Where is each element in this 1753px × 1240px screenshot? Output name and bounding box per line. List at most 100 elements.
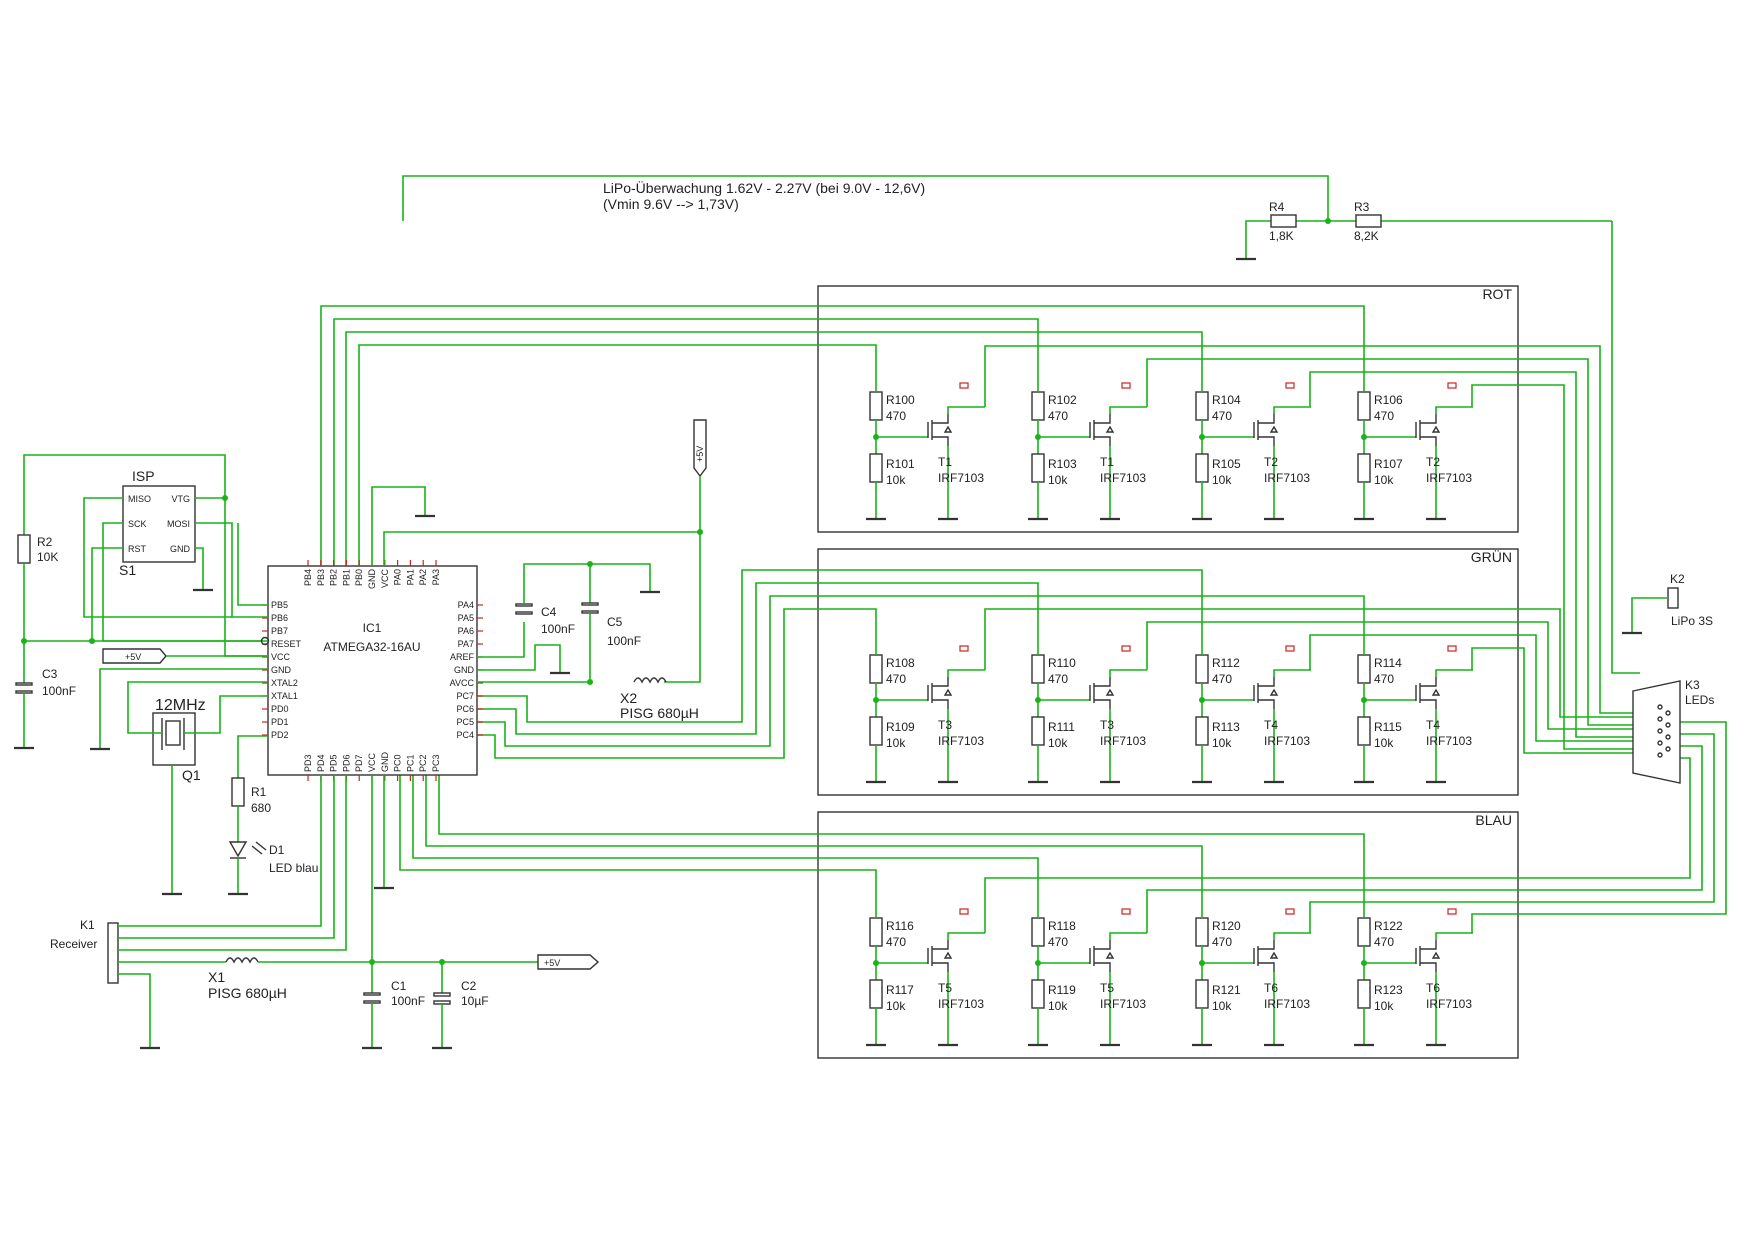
gate-resistor-value: 470 bbox=[1374, 935, 1394, 949]
r2-ref: R2 bbox=[37, 535, 53, 549]
mosfet-source bbox=[1420, 699, 1437, 709]
wire bbox=[947, 932, 985, 940]
pulldown-resistor bbox=[869, 979, 883, 1009]
pulldown-resistor bbox=[1357, 716, 1371, 746]
mosfet-drain bbox=[1420, 677, 1437, 687]
d1-led bbox=[228, 841, 248, 858]
junction bbox=[873, 697, 879, 703]
junction bbox=[1199, 697, 1205, 703]
wire bbox=[195, 547, 204, 589]
wire bbox=[195, 522, 268, 618]
c2-ref: C2 bbox=[461, 979, 477, 993]
gate-resistor bbox=[1195, 654, 1209, 684]
mosfet-pad bbox=[959, 908, 969, 915]
k1-ref: K1 bbox=[80, 918, 95, 932]
pulldown-resistor-value: 10k bbox=[886, 473, 906, 487]
ic1-pin-label-top: PA2 bbox=[418, 569, 428, 585]
ic1-pin-label-bottom: PC3 bbox=[431, 754, 441, 772]
ic1-pin-label-left: PD1 bbox=[271, 717, 289, 727]
wire bbox=[947, 406, 985, 414]
gate-resistor-ref: R120 bbox=[1212, 919, 1241, 933]
wire bbox=[237, 735, 268, 778]
mosfet-ref: T4 bbox=[1426, 718, 1440, 732]
ic1-pin-label-top: PB4 bbox=[303, 569, 313, 586]
mosfet-ref: T6 bbox=[1426, 981, 1440, 995]
mosfet-drain bbox=[1258, 677, 1275, 687]
k1-value: Receiver bbox=[50, 937, 97, 951]
isp-title: ISP bbox=[132, 468, 155, 484]
ic1-pin-label-bottom: PD4 bbox=[316, 754, 326, 772]
gate-resistor-value: 470 bbox=[1212, 672, 1232, 686]
gate-resistor bbox=[1031, 391, 1045, 421]
bus-gruen bbox=[477, 569, 1365, 759]
gate-resistor bbox=[1357, 917, 1371, 947]
wire bbox=[477, 622, 525, 658]
pulldown-resistor bbox=[1195, 453, 1209, 483]
pulldown-resistor bbox=[869, 453, 883, 483]
wire bbox=[184, 695, 268, 734]
k2-connector: K2 LiPo 3S bbox=[1622, 572, 1713, 635]
mosfet-pad bbox=[1285, 908, 1295, 915]
c1-ref: C1 bbox=[391, 979, 407, 993]
ic1-pins: PB5PB6PB7RESETVCCGNDXTAL2XTAL1PD0PD1PD2P… bbox=[262, 560, 483, 781]
c4-ref: C4 bbox=[541, 605, 557, 619]
ic1-pin-label-bottom: PC1 bbox=[405, 754, 415, 772]
wire bbox=[371, 486, 426, 566]
ic1-pin-label-left: VCC bbox=[271, 652, 291, 662]
wire bbox=[23, 454, 226, 540]
isp-pin-vtg: VTG bbox=[171, 494, 190, 504]
pulldown-resistor-value: 10k bbox=[1212, 999, 1232, 1013]
mosfet-value: IRF7103 bbox=[1264, 471, 1310, 485]
ic1-pin-label-left: PB5 bbox=[271, 600, 288, 610]
wire bbox=[99, 668, 268, 748]
vcc-flag-top-label: +5V bbox=[695, 446, 705, 462]
annotation-line-1: LiPo-Überwachung 1.62V - 2.27V (bei 9.0V… bbox=[603, 179, 925, 196]
ic1-pin-label-top: PB0 bbox=[354, 569, 364, 586]
ic1-pin-label-bottom: PD5 bbox=[329, 754, 339, 772]
pulldown-resistor-value: 10k bbox=[1374, 999, 1394, 1013]
mosfet-value: IRF7103 bbox=[1264, 997, 1310, 1011]
r2-value: 10K bbox=[37, 550, 58, 564]
ic1-pin-label-right: AVCC bbox=[450, 678, 475, 688]
gate-resistor-value: 470 bbox=[1374, 409, 1394, 423]
voltage-divider: R4 1,8K R3 8,2K bbox=[402, 175, 1640, 674]
gate-resistor-value: 470 bbox=[1374, 672, 1394, 686]
ic1-ref: IC1 bbox=[363, 621, 382, 635]
mosfet-value: IRF7103 bbox=[1100, 997, 1146, 1011]
k2-value: LiPo 3S bbox=[1671, 614, 1713, 628]
isp-pin-miso: MISO bbox=[128, 494, 151, 504]
ic1-pin-label-right: PA4 bbox=[458, 600, 474, 610]
gate-resistor-value: 470 bbox=[1048, 935, 1068, 949]
q1-crystal: 12MHz Q1 bbox=[152, 697, 206, 783]
mosfet-ref: T6 bbox=[1264, 981, 1278, 995]
mosfet-value: IRF7103 bbox=[1426, 997, 1472, 1011]
wire bbox=[237, 523, 268, 606]
junction bbox=[873, 960, 879, 966]
wire bbox=[664, 476, 701, 683]
mosfet-diode bbox=[1431, 951, 1441, 959]
pulldown-resistor bbox=[1195, 716, 1209, 746]
ic1-pin-label-right: PC5 bbox=[456, 717, 474, 727]
group-frame-blau bbox=[817, 811, 1519, 1059]
mosfet-drain bbox=[1420, 940, 1437, 950]
pulldown-resistor-ref: R107 bbox=[1374, 457, 1403, 471]
mosfet-drain bbox=[932, 677, 949, 687]
ic1-pin-label-bottom: PC2 bbox=[418, 754, 428, 772]
pulldown-resistor-ref: R119 bbox=[1048, 983, 1076, 997]
mosfet-ref: T5 bbox=[938, 981, 952, 995]
wire bbox=[1273, 932, 1311, 940]
wire bbox=[1435, 669, 1473, 677]
pulldown-resistor bbox=[1031, 453, 1045, 483]
mosfet-source bbox=[1094, 962, 1111, 972]
gate-resistor bbox=[869, 917, 883, 947]
gate-resistor-ref: R114 bbox=[1374, 656, 1402, 670]
ic1-pin-label-bottom: PD7 bbox=[354, 754, 364, 772]
wire bbox=[523, 563, 651, 604]
pulldown-resistor-ref: R121 bbox=[1212, 983, 1241, 997]
ic1-pin-label-right: PC4 bbox=[456, 730, 474, 740]
wire bbox=[383, 531, 700, 566]
mosfet-value: IRF7103 bbox=[1264, 734, 1310, 748]
pulldown-resistor bbox=[1031, 979, 1045, 1009]
